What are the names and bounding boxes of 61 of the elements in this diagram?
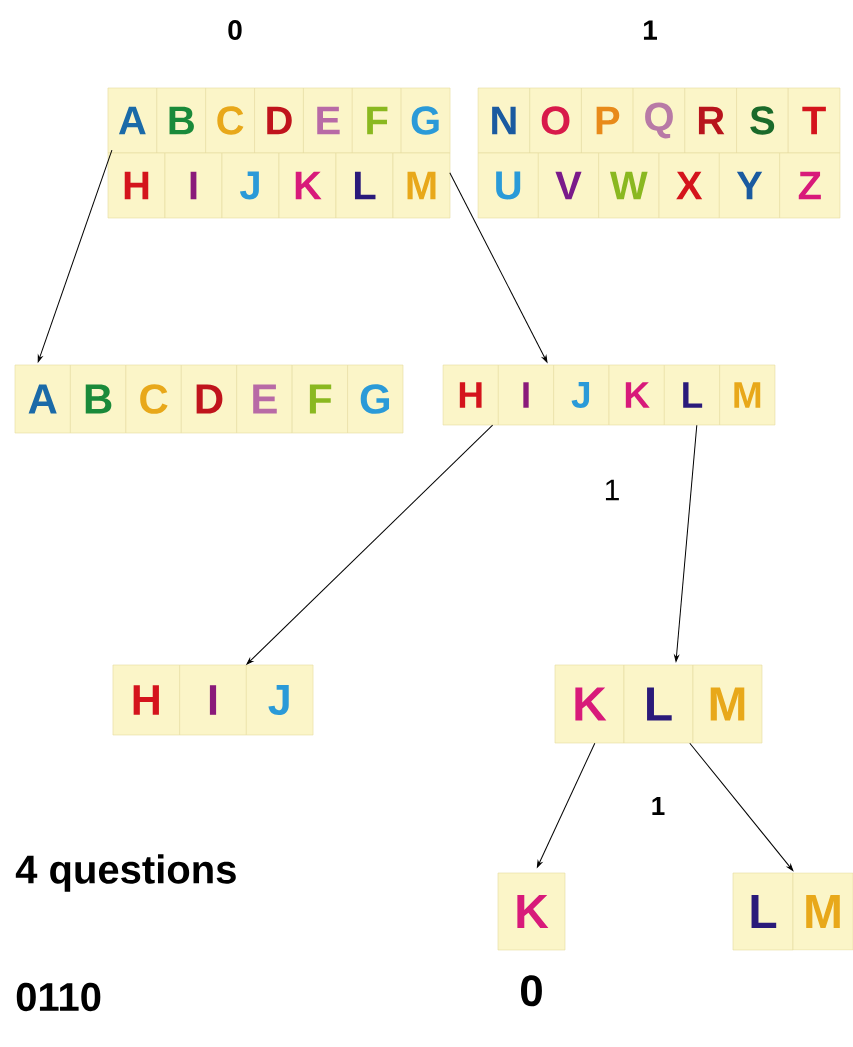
arrow (689, 742, 794, 871)
letter-tile: E (303, 87, 353, 154)
arrow (37, 149, 113, 363)
letter-tile: V (538, 152, 599, 219)
letter-tile: L (664, 364, 720, 426)
letter-tile: O (529, 87, 582, 154)
letter-tile: M (392, 152, 451, 219)
letter-tile: L (335, 152, 394, 219)
arrow (536, 742, 596, 868)
letter-tile: B (70, 364, 127, 434)
letter-tile: H (112, 664, 180, 736)
letter-tile: J (553, 364, 610, 426)
letter-tile: P (581, 87, 634, 154)
letter-tile: T (787, 87, 841, 154)
text-label: 1 (605, 479, 619, 501)
letter-tile: A (14, 364, 71, 434)
text-label: 0 (521, 975, 542, 1007)
letter-tile: G (400, 87, 451, 154)
letter-tile: U (477, 152, 539, 219)
text-label: 4 questions (15, 854, 236, 892)
letter-tile: L (732, 872, 794, 951)
letter-tile: F (291, 364, 348, 434)
letter-tile: I (498, 364, 554, 426)
letter-tile: Q (632, 87, 686, 154)
letter-tile: S (736, 87, 789, 154)
letter-tile: N (477, 87, 531, 154)
letter-tile: J (246, 664, 314, 736)
letter-tile: K (554, 664, 625, 744)
arrow (246, 424, 494, 665)
letter-tile: X (658, 152, 720, 219)
letter-tile: K (608, 364, 665, 426)
letter-tile: Z (779, 152, 841, 219)
letter-tile: I (164, 152, 223, 219)
text-label: 0110 (16, 982, 101, 1012)
text-label: 0 (228, 20, 242, 40)
letter-tile: G (347, 364, 404, 434)
letter-tile: M (719, 364, 776, 426)
letter-tile: A (107, 87, 158, 154)
letter-tile: D (181, 364, 237, 434)
letter-tile: K (497, 872, 566, 951)
letter-tile: M (692, 664, 763, 744)
letter-tile: B (156, 87, 207, 154)
letter-tile: M (792, 872, 853, 951)
letter-tile: H (442, 364, 499, 426)
letter-tile: H (107, 152, 166, 219)
letter-tile: I (179, 664, 247, 736)
letter-tile: K (278, 152, 337, 219)
letter-tile: D (254, 87, 304, 154)
letter-tile: R (684, 87, 737, 154)
letter-tile: L (623, 664, 694, 744)
letter-tile: F (351, 87, 402, 154)
arrow (674, 424, 698, 662)
letter-tile: C (205, 87, 255, 154)
arrow (449, 172, 548, 363)
letter-tile: Y (719, 152, 780, 219)
text-label: 1 (643, 20, 657, 40)
letter-tile: J (221, 152, 280, 219)
letter-tile: E (236, 364, 293, 434)
letter-tile: W (598, 152, 660, 219)
text-label: 1 (652, 797, 665, 815)
letter-tile: C (125, 364, 182, 434)
